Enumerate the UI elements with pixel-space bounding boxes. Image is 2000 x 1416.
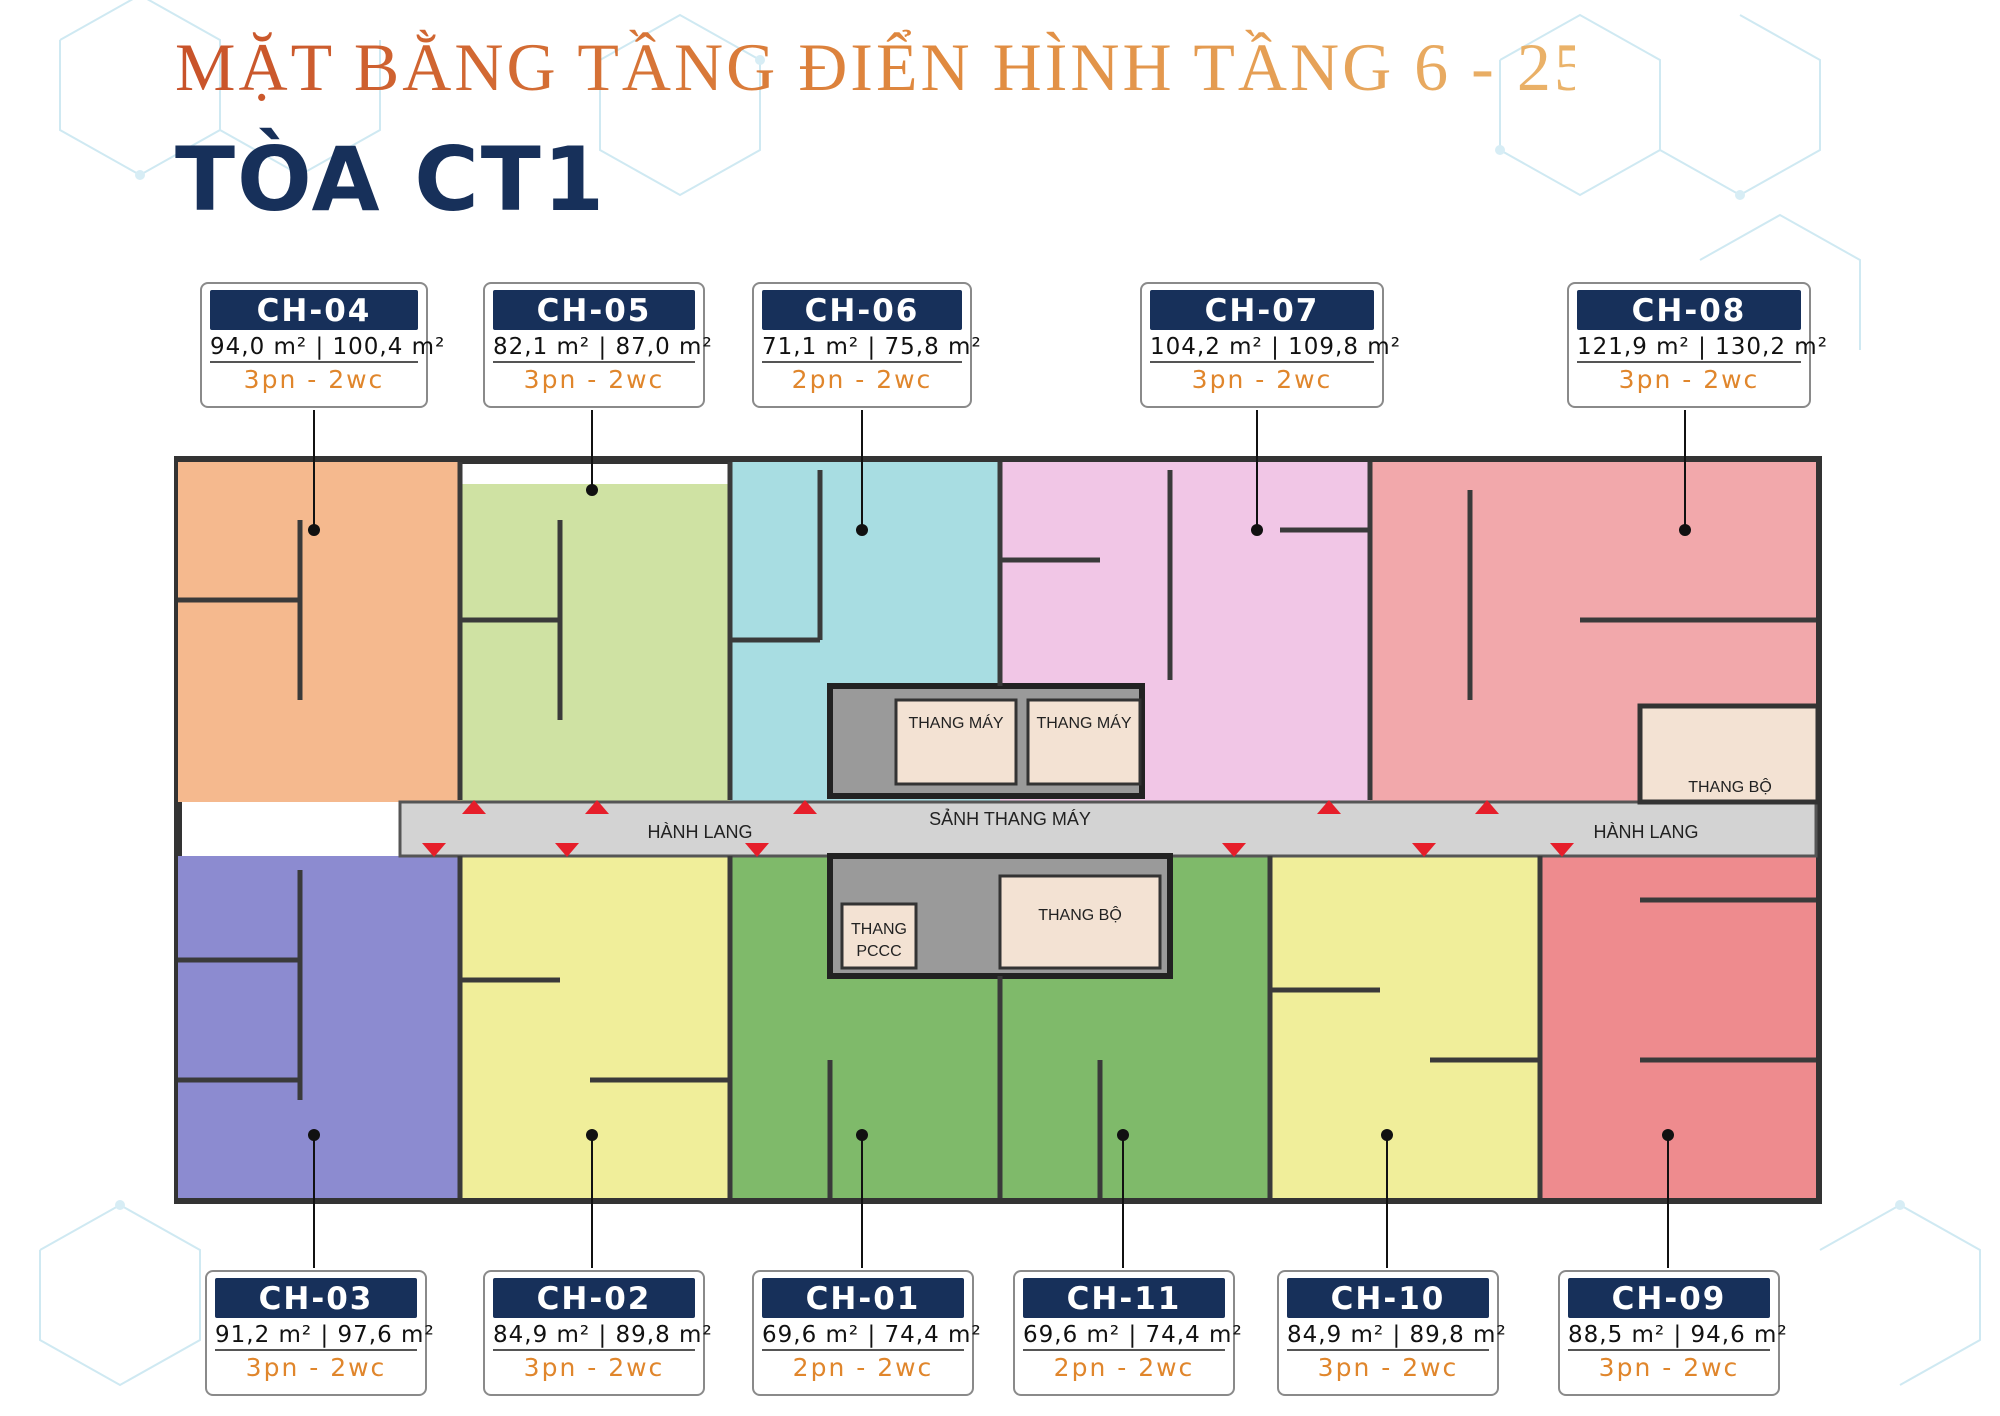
callout-ch10: CH-10 84,9 m² | 89,8 m² 3pn - 2wc [1277, 1270, 1506, 1396]
apartment-rooms: 3pn - 2wc [243, 365, 385, 394]
apartment-ch10-area [1270, 856, 1540, 1198]
corridor-left-label: HÀNH LANG [647, 822, 752, 842]
apartment-area: 94,0 m² | 100,4 m² [210, 334, 444, 363]
apartment-ch03-area [178, 856, 460, 1198]
apartment-code: CH-06 [762, 290, 962, 330]
apartment-area: 84,9 m² | 89,8 m² [493, 1322, 712, 1351]
building-name: TÒA CT1 [175, 128, 607, 231]
elevator-label-1: THANG MÁY [908, 713, 1003, 732]
callout-ch05: CH-05 82,1 m² | 87,0 m² 3pn - 2wc [483, 282, 712, 408]
apartment-area: 91,2 m² | 97,6 m² [215, 1322, 434, 1351]
elevator-label-2: THANG MÁY [1036, 713, 1131, 732]
callout-ch07: CH-07 104,2 m² | 109,8 m² 3pn - 2wc [1140, 282, 1400, 408]
callout-ch01: CH-01 69,6 m² | 74,4 m² 2pn - 2wc [752, 1270, 981, 1396]
page-title: MẶT BẰNG TẦNG ĐIỂN HÌNH TẦNG 6 - 25 [175, 29, 1591, 105]
elevator-2 [1026, 698, 1142, 786]
interior-walls [178, 462, 1816, 1198]
apartment-area: 84,9 m² | 89,8 m² [1287, 1322, 1506, 1351]
apartment-code: CH-07 [1150, 290, 1374, 330]
callout-ch06: CH-06 71,1 m² | 75,8 m² 2pn - 2wc [752, 282, 981, 408]
apartment-code: CH-10 [1287, 1278, 1489, 1318]
leader-dots [308, 484, 1691, 1141]
lobby-label: SẢNH THANG MÁY [929, 808, 1091, 829]
callout-ch08: CH-08 121,9 m² | 130,2 m² 3pn - 2wc [1567, 282, 1827, 408]
apartment-rooms: 3pn - 2wc [523, 1353, 665, 1382]
apartment-rooms: 2pn - 2wc [1053, 1353, 1195, 1382]
apartment-ch09-area [1540, 856, 1816, 1198]
apartment-ch05-area [460, 484, 730, 802]
apartment-area: 104,2 m² | 109,8 m² [1150, 334, 1400, 363]
apartment-rooms: 2pn - 2wc [792, 1353, 934, 1382]
stair-right-label: THANG BỘ [1688, 777, 1772, 796]
corridor [398, 800, 1818, 858]
apartment-area: 71,1 m² | 75,8 m² [762, 334, 981, 363]
fire-elevator [840, 902, 918, 970]
apartment-rooms: 3pn - 2wc [1191, 365, 1333, 394]
apartment-rooms: 3pn - 2wc [523, 365, 665, 394]
apartment-area: 88,5 m² | 94,6 m² [1568, 1322, 1787, 1351]
callout-ch03: CH-03 91,2 m² | 97,6 m² 3pn - 2wc [205, 1270, 434, 1396]
apartment-rooms: 3pn - 2wc [245, 1353, 387, 1382]
apartment-ch04-area [178, 462, 460, 802]
apartment-rooms: 3pn - 2wc [1598, 1353, 1740, 1382]
callout-ch09: CH-09 88,5 m² | 94,6 m² 3pn - 2wc [1558, 1270, 1787, 1396]
callout-ch11: CH-11 69,6 m² | 74,4 m² 2pn - 2wc [1013, 1270, 1242, 1396]
apartment-ch02-area [460, 856, 730, 1198]
apartment-rooms: 3pn - 2wc [1317, 1353, 1459, 1382]
apartment-area: 82,1 m² | 87,0 m² [493, 334, 712, 363]
apartment-code: CH-05 [493, 290, 695, 330]
apartment-rooms: 3pn - 2wc [1618, 365, 1760, 394]
apartment-code: CH-02 [493, 1278, 695, 1318]
apartment-code: CH-08 [1577, 290, 1801, 330]
apartment-rooms: 2pn - 2wc [791, 365, 933, 394]
fire-elevator-label-1: THANG [851, 921, 907, 938]
apartment-code: CH-04 [210, 290, 418, 330]
elevator-1 [894, 698, 1018, 786]
stair-right [1637, 703, 1821, 805]
apartment-area: 69,6 m² | 74,4 m² [762, 1322, 981, 1351]
callout-ch04: CH-04 94,0 m² | 100,4 m² 3pn - 2wc [200, 282, 444, 408]
leader-lines [313, 410, 1686, 1268]
corridor-right-label: HÀNH LANG [1593, 822, 1698, 842]
callout-ch02: CH-02 84,9 m² | 89,8 m² 3pn - 2wc [483, 1270, 712, 1396]
stair-center [998, 874, 1162, 970]
entry-arrows [422, 800, 1574, 857]
apartment-area: 121,9 m² | 130,2 m² [1577, 334, 1827, 363]
apartment-area: 69,6 m² | 74,4 m² [1023, 1322, 1242, 1351]
apartment-code: CH-03 [215, 1278, 417, 1318]
fire-elevator-label-2: PCCC [856, 943, 901, 960]
apartment-code: CH-11 [1023, 1278, 1225, 1318]
apartment-code: CH-01 [762, 1278, 964, 1318]
stair-center-label: THANG BỘ [1038, 905, 1122, 924]
apartment-code: CH-09 [1568, 1278, 1770, 1318]
